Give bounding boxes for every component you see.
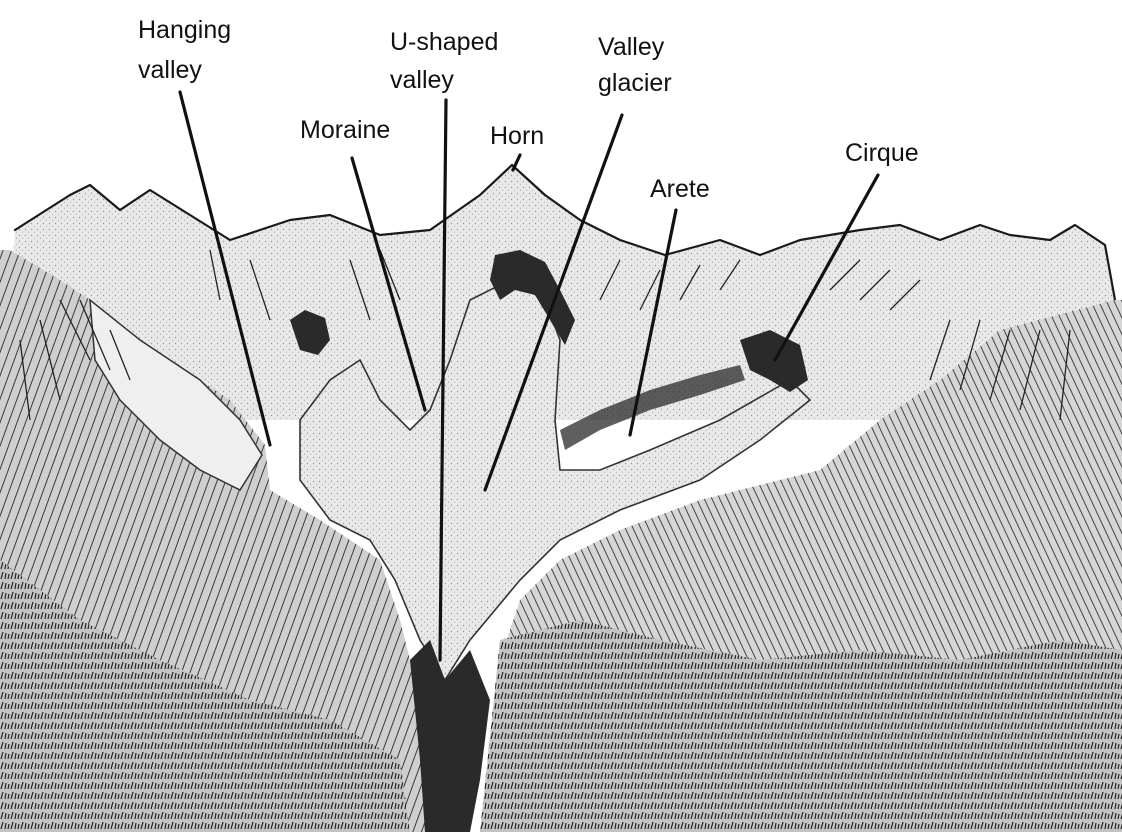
u-shaped-valley-label-line2: valley (390, 66, 454, 94)
cirque-label: Cirque (845, 139, 919, 167)
arete-label: Arete (650, 175, 710, 203)
hanging-valley-label-line2: valley (138, 56, 202, 84)
u-shaped-valley-label-line1: U-shaped (390, 28, 498, 56)
valley-glacier-label-line2: glacier (598, 69, 672, 97)
hanging-valley-label-line1: Hanging (138, 16, 231, 44)
moraine-label: Moraine (300, 116, 390, 144)
horn-label: Horn (490, 122, 544, 150)
valley-glacier-label-line1: Valley (598, 33, 665, 61)
